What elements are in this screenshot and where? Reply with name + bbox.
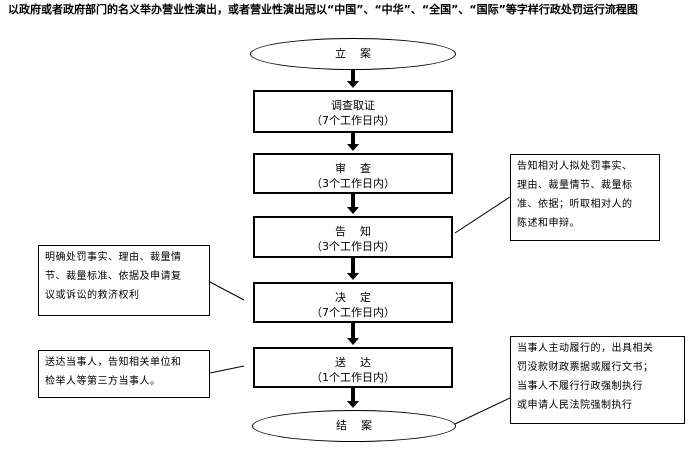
step-days: （3个工作日内） [311,240,395,253]
note-line: 检举人等第三方当事人。 [45,376,161,387]
step-decide: 决 定 （7个工作日内） [253,282,453,323]
start-label: 立 案 [335,47,371,60]
connector-execute [454,397,511,425]
step-name: 送 达 [335,356,371,369]
arrow-down-1 [347,70,359,88]
note-line: 陈述和申辩。 [517,218,580,229]
arrow-down-5 [347,323,359,345]
note-line: 议或诉讼的救济权利 [45,290,140,301]
connector-deliver [209,365,245,374]
arrow-down-6 [347,388,359,408]
step-deliver: 送 达 （1个工作日内） [253,347,453,388]
start-oval: 立 案 [250,38,456,70]
note-inform: 告知相对人拟处罚事实、 理由、裁量情节、裁量标 准、依据；听取相对人的 陈述和申… [510,154,660,241]
connector-decide [209,281,245,301]
step-name: 审 查 [335,162,371,175]
note-deliver: 送达当事人，告知相关单位和 检举人等第三方当事人。 [38,350,210,398]
step-inform: 告 知 （3个工作日内） [253,216,453,258]
note-line: 节、裁量标准、依据及申请复 [45,271,182,282]
note-line: 明确处罚事实、理由、裁量情 [45,252,182,263]
step-name: 决 定 [335,291,371,304]
note-execute: 当事人主动履行的，出具相关 罚没款财政票据或履行文书； 当事人不履行行政强制执行… [510,336,685,424]
arrow-down-3 [347,194,359,214]
connector-inform [454,196,511,234]
note-decide: 明确处罚事实、理由、裁量情 节、裁量标准、依据及申请复 议或诉讼的救济权利 [38,245,210,316]
step-days: （7个工作日内） [311,306,395,319]
note-line: 当事人主动履行的，出具相关 [517,343,654,354]
note-line: 或申请人民法院强制执行 [517,400,633,411]
end-oval: 结 案 [252,410,456,442]
step-review: 审 查 （3个工作日内） [253,153,453,194]
step-name: 调查取证 [331,99,375,112]
step-days: （7个工作日内） [311,114,395,127]
note-line: 理由、裁量情节、裁量标 [517,180,633,191]
note-line: 罚没款财政票据或履行文书； [517,362,654,373]
note-line: 准、依据；听取相对人的 [517,199,633,210]
end-label: 结 案 [336,419,372,432]
note-line: 当事人不履行行政强制执行 [517,381,643,392]
arrow-down-2 [347,133,359,151]
step-investigate: 调查取证 （7个工作日内） [253,90,453,133]
step-days: （3个工作日内） [311,177,395,190]
note-line: 告知相对人拟处罚事实、 [517,161,633,172]
step-name: 告 知 [335,225,371,238]
step-days: （1个工作日内） [311,371,395,384]
arrow-down-4 [347,258,359,280]
note-line: 送达当事人，告知相关单位和 [45,357,182,368]
page-title: 以政府或者政府部门的名义举办营业性演出，或者营业性演出冠以“中国”、“中华”、“… [8,3,638,16]
